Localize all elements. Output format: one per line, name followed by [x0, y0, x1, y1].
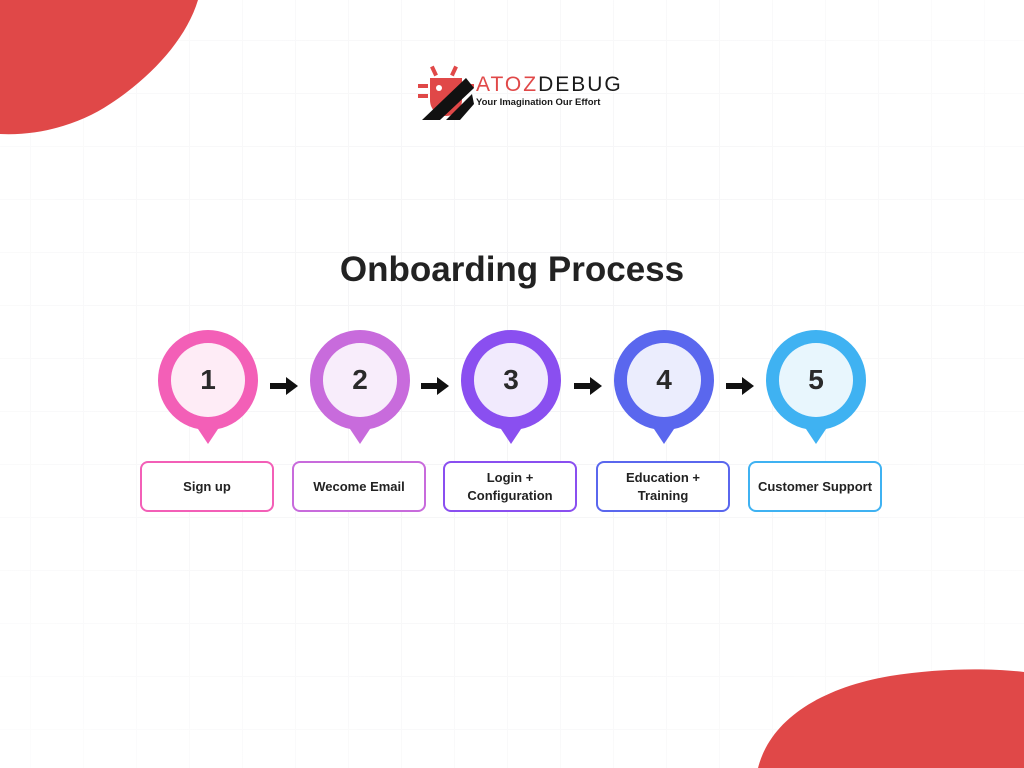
step-number: 4	[656, 364, 672, 395]
step-1: 1 Sign up	[140, 330, 276, 514]
brand-tagline: Your Imagination Our Effort	[476, 97, 601, 108]
step-number: 5	[808, 364, 824, 395]
page-title: Onboarding Process	[339, 250, 685, 289]
step-number: 2	[352, 364, 368, 395]
step-4: 4 Education + Training	[596, 330, 732, 514]
brand-name-part2: DEBUG	[538, 73, 623, 96]
brand-name: ATOZDEBUG	[476, 73, 623, 97]
arrow-right-icon	[270, 377, 298, 395]
step-pin-icon	[766, 330, 866, 444]
arrow-right-icon	[726, 377, 754, 395]
bug-logo-icon	[418, 65, 474, 120]
step-label-box: Customer Support	[748, 461, 882, 512]
step-5: 5 Customer Support	[748, 330, 884, 514]
step-number: 1	[200, 364, 216, 395]
step-label-box: Wecome Email	[292, 461, 426, 512]
step-pin-icon	[461, 330, 561, 444]
step-label-box: Education + Training	[596, 461, 730, 512]
step-pin-icon	[158, 330, 258, 444]
bottom-right-blob	[758, 669, 1024, 768]
step-2: 2 Wecome Email	[292, 330, 428, 514]
step-number: 3	[503, 364, 519, 395]
step-3: 3 Login + Configuration	[443, 330, 579, 514]
top-left-blob	[0, 0, 198, 135]
arrow-right-icon	[421, 377, 449, 395]
step-label-box: Login + Configuration	[443, 461, 577, 512]
step-pin-icon	[310, 330, 410, 444]
arrow-right-icon	[574, 377, 602, 395]
brand-logo: ATOZDEBUG Your Imagination Our Effort	[416, 64, 621, 120]
brand-name-part1: ATOZ	[476, 73, 539, 96]
step-label-box: Sign up	[140, 461, 274, 512]
step-pin-icon	[614, 330, 714, 444]
